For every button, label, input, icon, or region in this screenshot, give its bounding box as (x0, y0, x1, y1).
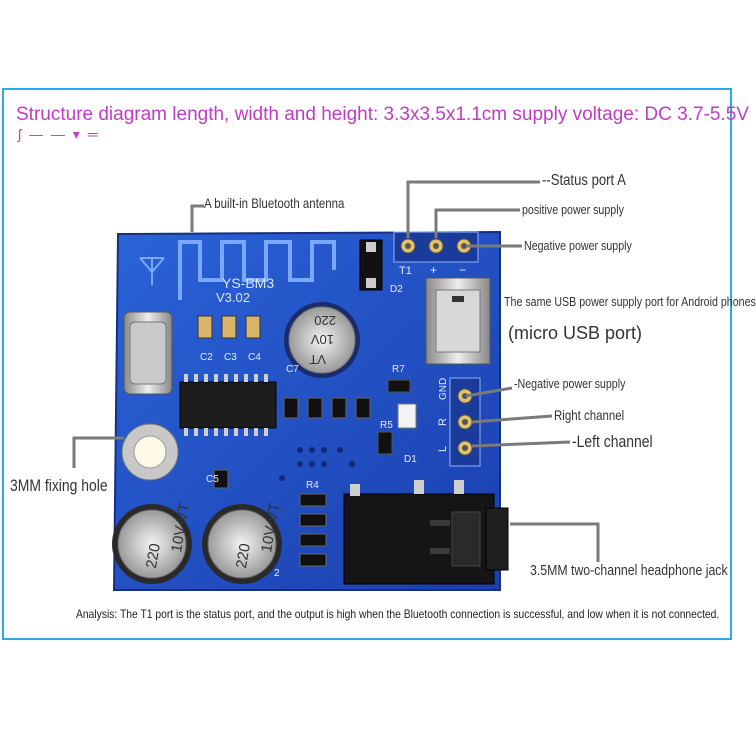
audio-output-pins (449, 377, 481, 467)
label-c3: C3 (224, 352, 237, 363)
svg-text:220: 220 (314, 313, 336, 328)
svg-text:10V: 10V (311, 332, 334, 347)
label-d2: D2 (390, 284, 403, 295)
label-c4: C4 (248, 352, 261, 363)
label-c5: C5 (206, 474, 219, 485)
callout-positive-power: positive power supply (522, 202, 624, 217)
label-d1: D1 (404, 454, 417, 465)
pin-label-r: R (437, 418, 449, 426)
callout-left-channel: -Left channel (572, 432, 653, 451)
label-r7: R7 (392, 364, 405, 375)
svg-text:VT: VT (309, 352, 326, 367)
callout-status-port: --Status port A (542, 172, 626, 189)
pin-label-t1: T1 (399, 265, 412, 277)
micro-usb-port (425, 277, 491, 365)
svg-text:220: 220 (233, 542, 254, 570)
vias (279, 447, 355, 481)
callout-fixing-hole: 3MM fixing hole (10, 476, 108, 495)
board-version-label: V3.02 (216, 290, 250, 305)
smd-capacitors (197, 315, 261, 339)
callout-usb-port: The same USB power supply port for Andro… (504, 294, 756, 309)
electrolytic-capacitor-right: 220 10V VT (202, 502, 283, 584)
resistor-r4-array (299, 493, 327, 567)
fixing-hole (121, 423, 179, 481)
board-model-label: YS-BM3 (222, 275, 274, 291)
title-decoration: ʃ — — ▾ ═ (18, 126, 100, 142)
callout-lines (72, 180, 600, 562)
led-d1 (397, 403, 417, 429)
electrolytic-capacitor-left: 220 10V VT (112, 502, 193, 584)
callout-antenna: A built-in Bluetooth antenna (204, 195, 345, 211)
pin-label-minus: − (459, 263, 466, 277)
callout-headphone-jack: 3.5MM two-channel headphone jack (530, 562, 728, 579)
label-r4: R4 (306, 480, 319, 491)
bluetooth-board-illustration: YS-BM3 V3.02 C2 C3 C4 VT 10 (72, 180, 600, 591)
electrolytic-capacitor-top: VT 10V 220 (284, 302, 360, 378)
resistor-r5 (377, 431, 393, 455)
label-c2: C2 (200, 352, 213, 363)
label-2: 2 (274, 568, 280, 579)
callout-micro-usb: (micro USB port) (508, 323, 643, 343)
callout-negative-power-top: Negative power supply (524, 238, 632, 253)
pin-label-plus: + (430, 263, 437, 277)
pin-label-gnd: GND (438, 378, 449, 400)
antenna-symbol-icon (139, 257, 165, 285)
label-c7: C7 (286, 364, 299, 375)
headphone-jack (343, 480, 509, 585)
diagram-title: Structure diagram length, width and heig… (16, 104, 749, 125)
callout-negative-power-audio: -Negative power supply (514, 376, 626, 391)
label-r5: R5 (380, 420, 393, 431)
pin-label-l: L (437, 446, 449, 452)
diode-d2 (359, 239, 383, 291)
main-ic-chip (179, 374, 277, 436)
antenna-trace (178, 240, 336, 300)
resistor-r7 (387, 379, 411, 393)
analysis-note: Analysis: The T1 port is the status port… (76, 607, 720, 621)
smd-parts (213, 397, 371, 489)
svg-text:220: 220 (143, 542, 164, 570)
crystal-oscillator (123, 311, 173, 395)
callout-right-channel: Right channel (554, 407, 625, 423)
